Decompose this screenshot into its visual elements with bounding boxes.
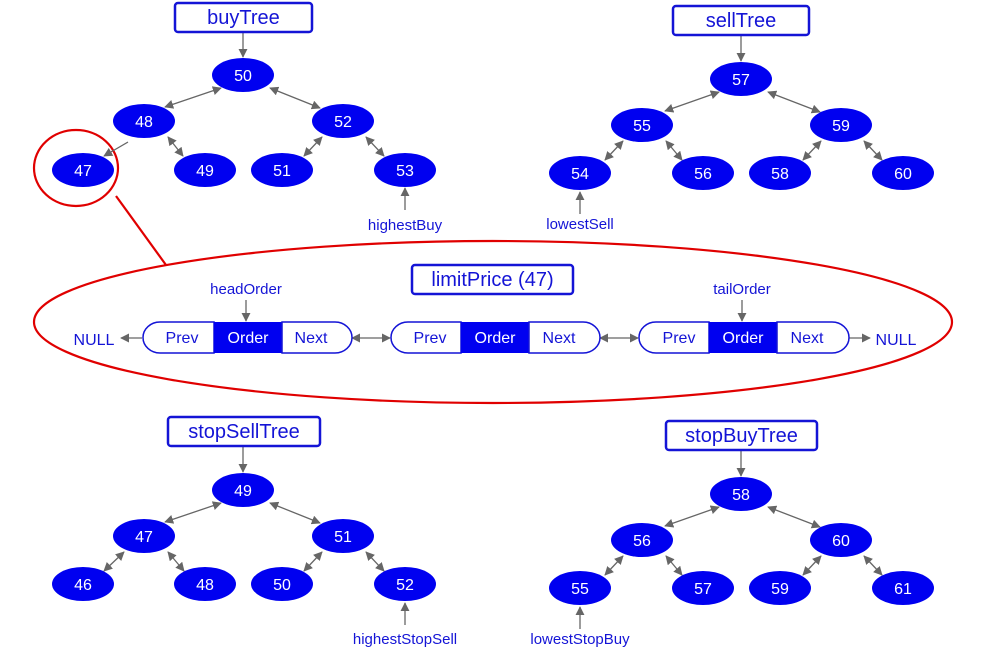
tree-node: 54 [549, 156, 611, 190]
svg-text:50: 50 [234, 68, 252, 85]
tree-node: 52 [312, 104, 374, 138]
svg-text:53: 53 [396, 163, 414, 180]
lowest-stop-buy-label: lowestStopBuy [530, 631, 630, 648]
svg-text:52: 52 [396, 577, 414, 594]
svg-text:48: 48 [135, 114, 153, 131]
null-left-label: NULL [74, 332, 115, 349]
tail-order-label: tailOrder [713, 281, 771, 298]
svg-text:49: 49 [234, 483, 252, 500]
tree-node: 48 [113, 104, 175, 138]
prev-field: Prev [663, 330, 696, 347]
limit-price-title: limitPrice (47) [410, 263, 575, 296]
highlight-ellipse [32, 239, 954, 405]
svg-text:58: 58 [732, 487, 750, 504]
tree-node: 58 [710, 477, 772, 511]
buy-tree: buyTree 50 48 52 47 49 51 53 highestBuy [52, 1, 443, 234]
svg-text:46: 46 [74, 577, 92, 594]
svg-text:57: 57 [732, 72, 750, 89]
svg-text:59: 59 [832, 118, 850, 135]
tree-node: 47 [113, 519, 175, 553]
tree-node: 60 [872, 156, 934, 190]
tree-node: 55 [611, 108, 673, 142]
order-node: Prev Order Next [390, 321, 601, 354]
svg-text:54: 54 [571, 166, 589, 183]
null-right-label: NULL [876, 332, 917, 349]
tree-node: 51 [312, 519, 374, 553]
tree-node: 52 [374, 567, 436, 601]
svg-text:55: 55 [571, 581, 589, 598]
svg-text:56: 56 [633, 533, 651, 550]
svg-text:48: 48 [196, 577, 214, 594]
order-node: Prev Order Next [142, 321, 353, 354]
svg-text:56: 56 [694, 166, 712, 183]
stop-buy-tree: stopBuyTree 58 56 60 55 57 59 61 lowestS… [530, 419, 934, 648]
tree-node: 59 [749, 571, 811, 605]
svg-text:47: 47 [74, 163, 92, 180]
svg-text:stopSellTree: stopSellTree [188, 421, 300, 443]
svg-text:59: 59 [771, 581, 789, 598]
sell-tree: sellTree 57 55 59 54 56 58 60 lowestSell [546, 4, 934, 233]
svg-text:60: 60 [894, 166, 912, 183]
svg-text:57: 57 [694, 581, 712, 598]
tree-node: 46 [52, 567, 114, 601]
tree-node: 59 [810, 108, 872, 142]
svg-text:51: 51 [334, 529, 352, 546]
svg-text:61: 61 [894, 581, 912, 598]
order-field: Order [228, 330, 270, 347]
svg-text:49: 49 [196, 163, 214, 180]
svg-text:52: 52 [334, 114, 352, 131]
tree-node: 48 [174, 567, 236, 601]
tree-node: 57 [710, 62, 772, 96]
tree-node: 56 [611, 523, 673, 557]
highest-buy-label: highestBuy [368, 217, 443, 234]
prev-field: Prev [166, 330, 199, 347]
lowest-sell-label: lowestSell [546, 216, 614, 233]
tree-node: 61 [872, 571, 934, 605]
order-field: Order [475, 330, 517, 347]
svg-text:buyTree: buyTree [207, 7, 280, 29]
highest-stop-sell-label: highestStopSell [353, 631, 457, 648]
sell-tree-title: sellTree [671, 4, 811, 37]
buy-tree-title: buyTree [173, 1, 314, 34]
prev-field: Prev [414, 330, 447, 347]
svg-text:60: 60 [832, 533, 850, 550]
tree-node: 51 [251, 153, 313, 187]
stop-buy-tree-title: stopBuyTree [664, 419, 819, 452]
next-field: Next [543, 330, 576, 347]
svg-text:sellTree: sellTree [706, 10, 776, 32]
svg-text:55: 55 [633, 118, 651, 135]
svg-text:limitPrice (47): limitPrice (47) [431, 269, 553, 291]
order-field: Order [723, 330, 765, 347]
svg-text:stopBuyTree: stopBuyTree [685, 425, 798, 447]
next-field: Next [295, 330, 328, 347]
tree-node: 55 [549, 571, 611, 605]
tree-node: 53 [374, 153, 436, 187]
svg-text:50: 50 [273, 577, 291, 594]
svg-text:47: 47 [135, 529, 153, 546]
svg-text:58: 58 [771, 166, 789, 183]
tree-node: 49 [212, 473, 274, 507]
tree-node: 58 [749, 156, 811, 190]
limit-price-list: limitPrice (47) headOrder tailOrder NULL… [74, 263, 917, 354]
highlight-connector [115, 195, 167, 266]
stop-sell-tree: stopSellTree 49 47 51 46 48 50 52 highes… [52, 415, 457, 648]
tree-node: 57 [672, 571, 734, 605]
next-field: Next [791, 330, 824, 347]
tree-node: 50 [212, 58, 274, 92]
tree-node: 56 [672, 156, 734, 190]
svg-text:51: 51 [273, 163, 291, 180]
head-order-label: headOrder [210, 281, 282, 298]
tree-node: 49 [174, 153, 236, 187]
highlight-circle [32, 128, 120, 208]
tree-node: 50 [251, 567, 313, 601]
stop-sell-tree-title: stopSellTree [166, 415, 322, 448]
tree-node: 47 [52, 153, 114, 187]
tree-node: 60 [810, 523, 872, 557]
order-node: Prev Order Next [638, 321, 850, 354]
